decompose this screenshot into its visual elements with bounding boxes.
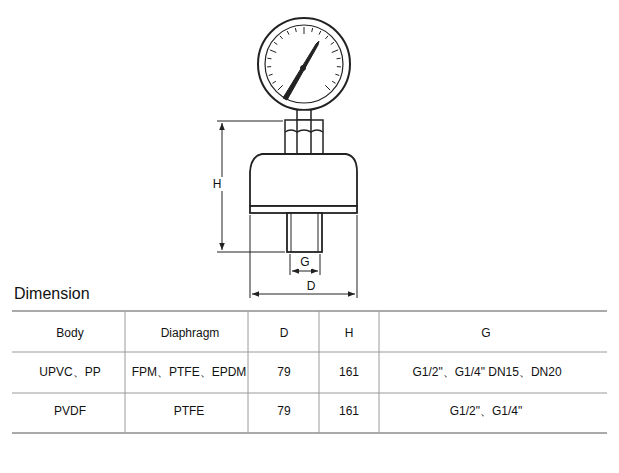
table-cell: Body: [56, 326, 83, 340]
table-cell: G: [481, 326, 490, 340]
table-cell: UPVC、PP: [39, 365, 100, 379]
table-cell: G1/2"、G1/4": [450, 404, 523, 418]
table-cell: 161: [339, 404, 359, 418]
gauge-tick: [280, 36, 283, 39]
table-cell: PTFE: [174, 404, 205, 418]
pressure-gauge: [258, 18, 350, 120]
gauge-tick: [337, 58, 341, 60]
table-cell: PVDF: [54, 404, 86, 418]
gauge-tick: [332, 81, 335, 83]
gauge-tick: [337, 66, 341, 67]
gauge-tick: [325, 85, 330, 90]
gauge-tick: [332, 50, 338, 53]
dimension-label: H: [211, 177, 224, 191]
table-cell: D: [280, 326, 289, 340]
gauge-needle: [283, 41, 319, 100]
table-cell: FPM、PTFE、EPDM: [132, 365, 247, 379]
gauge-tick: [335, 74, 339, 75]
table-cell: 161: [339, 365, 359, 379]
gauge-tick: [278, 85, 283, 90]
gauge-tick: [269, 74, 273, 75]
gauge-tick: [311, 28, 313, 32]
table-cell: 79: [277, 365, 290, 379]
table-cell: G1/2"、G1/4" DN15、DN20: [412, 365, 561, 379]
gauge-tick: [274, 42, 277, 44]
dimension-lines: [217, 121, 357, 298]
gauge-tick: [319, 31, 321, 35]
gauge-tick: [295, 28, 297, 32]
dimension-label: D: [305, 279, 318, 293]
gauge-tick: [270, 50, 276, 53]
table-cell: 79: [277, 404, 290, 418]
hex-nut: [285, 120, 323, 154]
diaphragm-housing: [250, 154, 357, 252]
table-cell: H: [345, 326, 354, 340]
gauge-tick: [267, 58, 271, 60]
gauge-tick: [304, 27, 305, 34]
gauge-tick: [287, 31, 289, 35]
table-cell: Diaphragm: [161, 326, 220, 340]
dimension-label: G: [298, 255, 311, 269]
dimension-table: [12, 311, 607, 433]
gauge-tick: [267, 66, 271, 67]
gauge-tick: [272, 81, 275, 83]
table-heading: Dimension: [14, 284, 90, 303]
gauge-tick: [331, 42, 334, 44]
gauge-tick: [325, 36, 328, 39]
